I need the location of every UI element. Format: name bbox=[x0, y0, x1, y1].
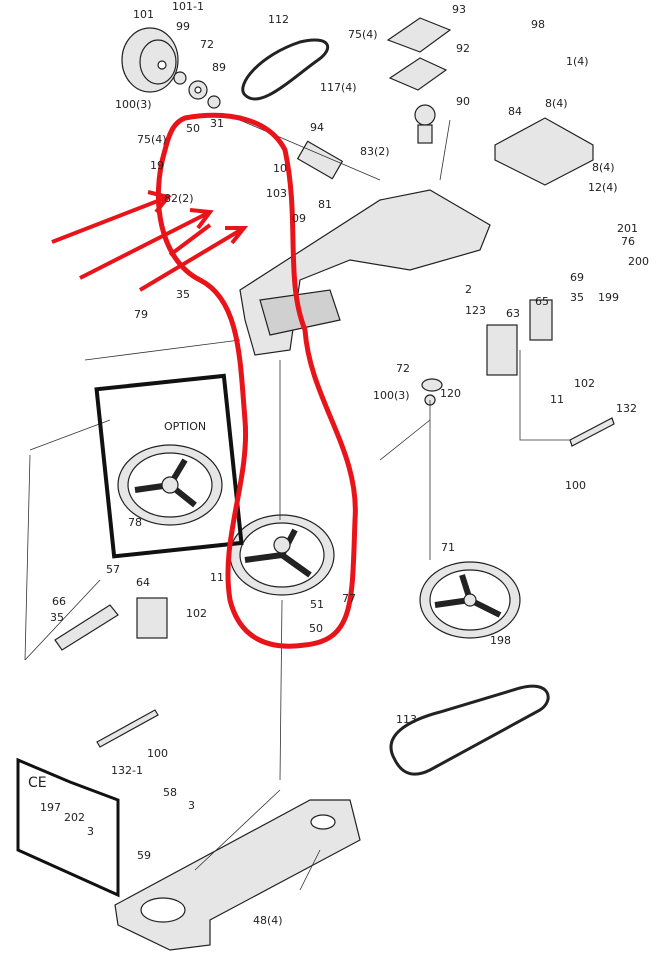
guide-bar-132 bbox=[569, 417, 615, 447]
part-label: 84 bbox=[508, 105, 522, 118]
part-label: 102 bbox=[574, 377, 595, 390]
part-label: 99 bbox=[176, 20, 190, 33]
part-label: 35 bbox=[50, 611, 64, 624]
part-label: 101-1 bbox=[172, 0, 204, 13]
part-label: 123 bbox=[465, 304, 486, 317]
part-label: 90 bbox=[456, 95, 470, 108]
part-label: 3 bbox=[188, 799, 195, 812]
guide-assembly-63 bbox=[486, 299, 553, 376]
gasket-92 bbox=[388, 57, 448, 91]
wheel-71 bbox=[419, 561, 521, 639]
part-label: 100 bbox=[565, 479, 586, 492]
part-label: 19 bbox=[150, 159, 164, 172]
blade-113 bbox=[389, 684, 550, 776]
bearing-72 bbox=[421, 378, 443, 406]
part-label: 35 bbox=[176, 288, 190, 301]
pinion-90 bbox=[414, 104, 436, 144]
part-label: 100(3) bbox=[115, 98, 152, 111]
part-label: 59 bbox=[137, 849, 151, 862]
part-label: 65 bbox=[535, 295, 549, 308]
part-label: 31 bbox=[210, 117, 224, 130]
ce-box bbox=[16, 757, 120, 898]
part-label: 76 bbox=[621, 235, 635, 248]
guide-bar-132-1 bbox=[96, 709, 159, 748]
part-label: 72 bbox=[396, 362, 410, 375]
part-label: 132 bbox=[616, 402, 637, 415]
part-label: 82(2) bbox=[164, 192, 194, 205]
part-label: 77 bbox=[342, 592, 356, 605]
part-label: 66 bbox=[52, 595, 66, 608]
part-label: 113 bbox=[396, 713, 417, 726]
part-label: 71 bbox=[441, 541, 455, 554]
part-label: 200 bbox=[628, 255, 649, 268]
part-label: 12(4) bbox=[588, 181, 618, 194]
part-label: 83(2) bbox=[360, 145, 390, 158]
guide-bracket-57 bbox=[54, 604, 119, 651]
part-label: 100(3) bbox=[373, 389, 410, 402]
part-label: 10 bbox=[273, 162, 287, 175]
part-label: 98 bbox=[531, 18, 545, 31]
part-label: 51 bbox=[310, 598, 324, 611]
part-label: 79 bbox=[134, 308, 148, 321]
part-label: 199 bbox=[598, 291, 619, 304]
part-label: 198 bbox=[490, 634, 511, 647]
part-label: 93 bbox=[452, 3, 466, 16]
frame-81 bbox=[239, 189, 491, 356]
part-label: 57 bbox=[106, 563, 120, 576]
part-label: 75(4) bbox=[137, 133, 167, 146]
part-label: 50 bbox=[309, 622, 323, 635]
part-label: 11 bbox=[550, 393, 564, 406]
ce-label: CE bbox=[28, 775, 47, 791]
part-label: 81 bbox=[318, 198, 332, 211]
part-label: 69 bbox=[570, 271, 584, 284]
option-label: OPTION bbox=[164, 420, 207, 433]
part-label: 120 bbox=[440, 387, 461, 400]
part-label: 103 bbox=[266, 187, 287, 200]
part-label: 100 bbox=[147, 747, 168, 760]
part-label: 2 bbox=[465, 283, 472, 296]
belt-112 bbox=[241, 38, 330, 101]
part-label: 72 bbox=[200, 38, 214, 51]
part-label: 63 bbox=[506, 307, 520, 320]
part-label: 117(4) bbox=[320, 81, 357, 94]
part-label: 11 bbox=[210, 571, 224, 584]
part-label: 64 bbox=[136, 576, 150, 589]
part-label: 1(4) bbox=[566, 55, 589, 68]
part-label: 132-1 bbox=[111, 764, 143, 777]
part-label: 8(4) bbox=[592, 161, 615, 174]
part-label: 101 bbox=[133, 8, 154, 21]
part-label: 112 bbox=[268, 13, 289, 26]
part-label: 35 bbox=[570, 291, 584, 304]
part-label: 09 bbox=[292, 212, 306, 225]
table-84 bbox=[494, 117, 594, 186]
part-label: 48(4) bbox=[253, 914, 283, 927]
option-box bbox=[94, 373, 244, 559]
part-label: 78 bbox=[128, 516, 142, 529]
part-label: 58 bbox=[163, 786, 177, 799]
spindle-94 bbox=[296, 140, 344, 180]
part-label: 50 bbox=[186, 122, 200, 135]
part-label: 94 bbox=[310, 121, 324, 134]
part-label: 201 bbox=[617, 222, 638, 235]
cover-93 bbox=[386, 17, 452, 53]
guide-block-64 bbox=[136, 597, 168, 639]
part-label: 202 bbox=[64, 811, 85, 824]
part-label: 3 bbox=[87, 825, 94, 838]
part-label: 197 bbox=[40, 801, 61, 814]
part-label: 8(4) bbox=[545, 97, 568, 110]
part-label: 75(4) bbox=[348, 28, 378, 41]
wheel-77 bbox=[229, 514, 335, 596]
part-label: 102 bbox=[186, 607, 207, 620]
drive-pulley bbox=[121, 27, 221, 109]
part-label: 89 bbox=[212, 61, 226, 74]
wheel-78 bbox=[117, 444, 223, 526]
part-label: 92 bbox=[456, 42, 470, 55]
annotation-arrows bbox=[51, 190, 249, 292]
